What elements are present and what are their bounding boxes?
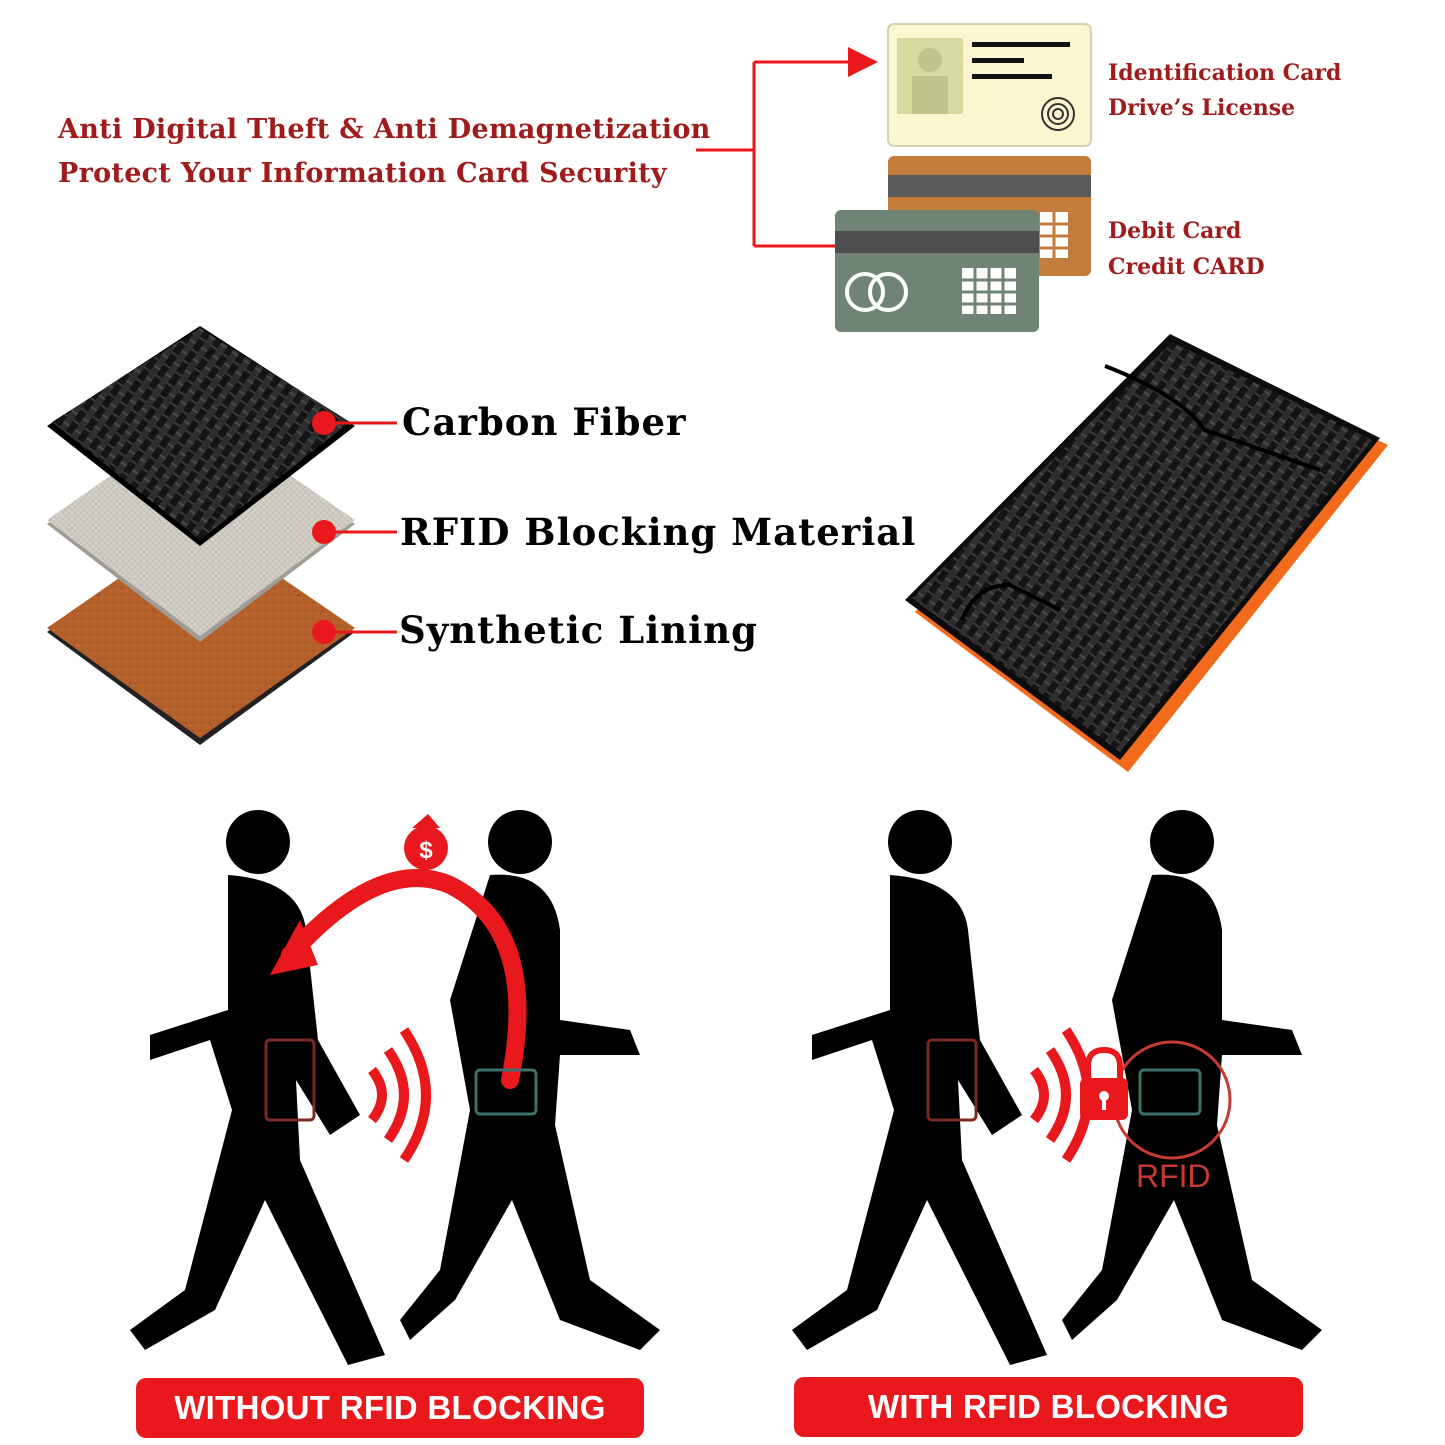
layer-stack [47,326,355,745]
money-bag-icon: $ [404,814,448,870]
headline-line-2: Protect Your Information Card Security [58,158,667,189]
debit-card-illustration [835,210,1039,332]
card-reader-icon [264,1038,978,1122]
headline-line-1: Anti Digital Theft & Anti Demagnetizatio… [58,114,711,145]
wallet-product [905,334,1388,772]
layer-label-rfid-material: RFID Blocking Material [400,510,917,554]
layer-label-carbon-fiber: Carbon Fiber [402,400,687,444]
radio-waves-icon [367,1027,1093,1163]
id-card-illustration [887,23,1092,147]
license-label: Drive’s License [1108,95,1296,121]
banner-with-rfid: WITH RFID BLOCKING [794,1377,1303,1437]
credit-card-label: Credit CARD [1108,254,1265,280]
layer-pointers [312,411,397,644]
wallet-icon [474,1068,1202,1116]
svg-text:$: $ [419,837,433,864]
theft-arrowhead [270,920,318,975]
banner-without-rfid: WITHOUT RFID BLOCKING [136,1378,644,1438]
theft-arrow [281,869,527,1089]
walker-silhouettes-left [130,810,660,1365]
debit-card-label: Debit Card [1108,218,1242,244]
walker-silhouettes-right [792,810,1322,1365]
layer-label-synthetic-lining: Synthetic Lining [399,608,759,652]
id-card-label: Identification Card [1108,60,1342,86]
lock-icon [1080,1046,1128,1120]
rfid-stamp-label: RFID [1136,1158,1211,1194]
